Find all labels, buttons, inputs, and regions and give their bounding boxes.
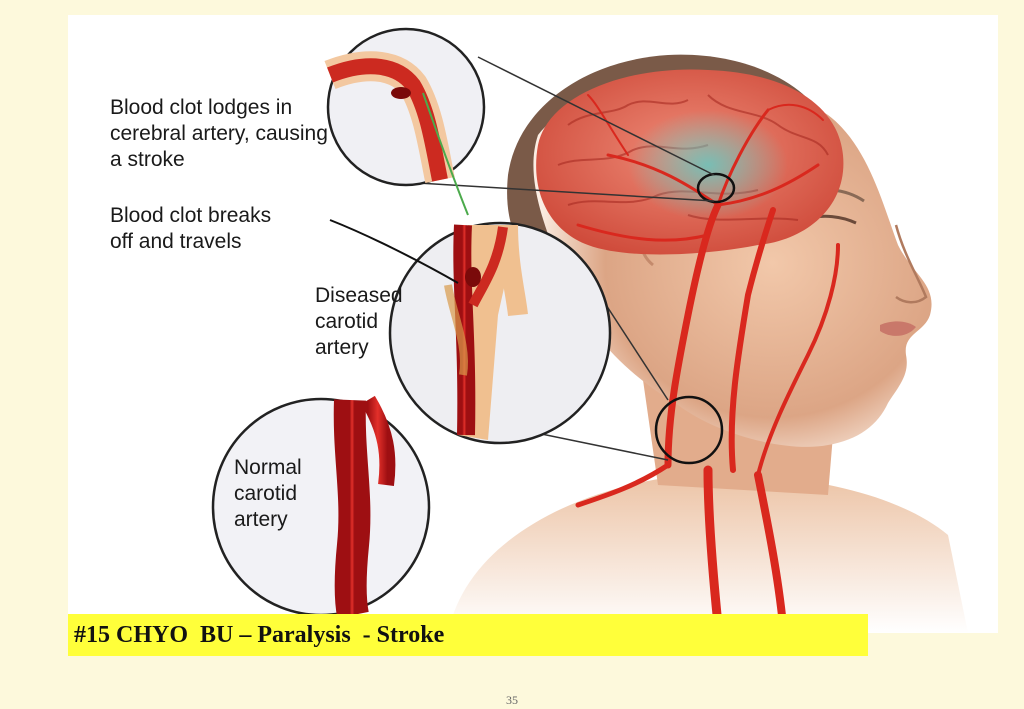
- page-number: 35: [0, 693, 1024, 708]
- ischemic-area: [628, 110, 788, 220]
- slide-caption: #15 CHYO BU – Paralysis - Stroke: [68, 614, 868, 656]
- label-normal-carotid: Normal carotid artery: [234, 455, 302, 533]
- cerebral-artery-magnifier: [328, 29, 484, 215]
- label-clot-breaks: Blood clot breaks off and travels: [110, 203, 271, 255]
- stroke-illustration: Blood clot lodges in cerebral artery, ca…: [68, 15, 998, 633]
- label-clot-lodges: Blood clot lodges in cerebral artery, ca…: [110, 95, 328, 173]
- diseased-carotid-magnifier: [390, 223, 610, 443]
- label-diseased-carotid: Diseased carotid artery: [315, 283, 403, 361]
